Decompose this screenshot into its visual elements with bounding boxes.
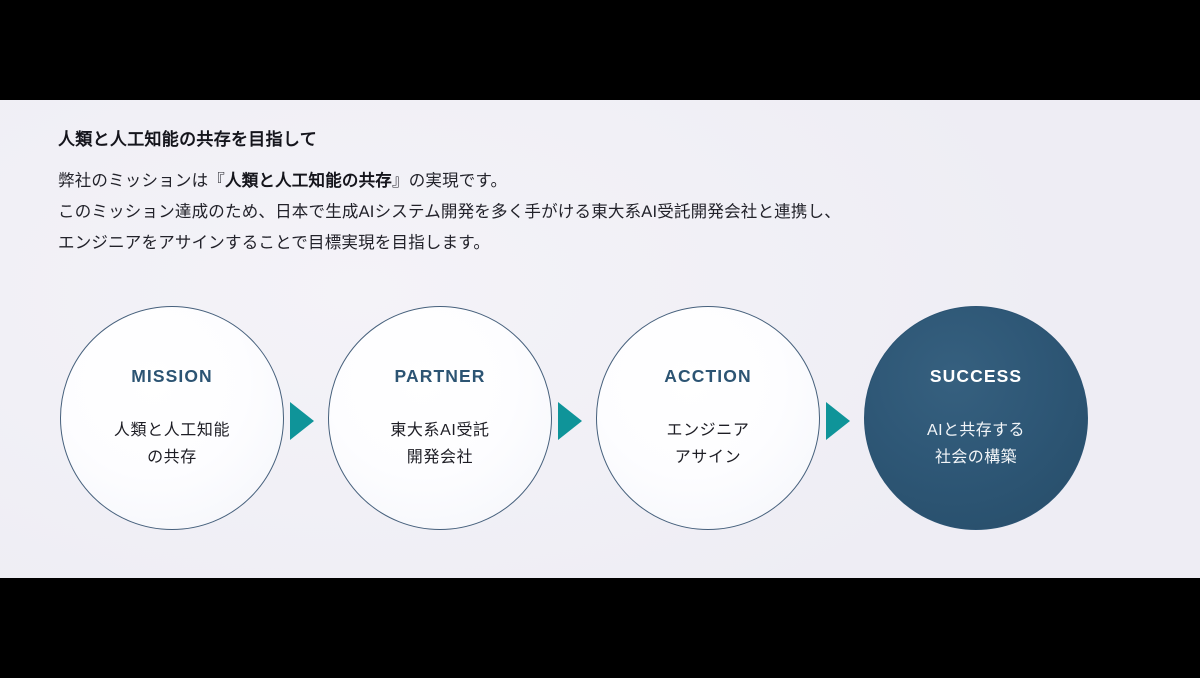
mission-description-line-2: このミッション達成のため、日本で生成AIシステム開発を多く手がける東大系AI受託… (58, 203, 841, 221)
mission-line1-prefix: 弊社のミッションは『 (58, 172, 225, 190)
flow-step-mission-body: 人類と人工知能 の共存 (114, 417, 230, 471)
page-title: 人類と人工知能の共存を目指して (58, 130, 317, 149)
flow-step-partner: PARTNER 東大系AI受託 開発会社 (328, 306, 552, 530)
flow-step-action-body-line-1: エンジニア (666, 421, 750, 439)
right-triangle-arrow-icon-3 (826, 402, 850, 440)
flow-step-action-kicker: ACCTION (664, 365, 752, 386)
flow-step-partner-body: 東大系AI受託 開発会社 (390, 417, 489, 471)
flow-step-success-body-line-2: 社会の構築 (934, 448, 1017, 466)
right-triangle-arrow-icon-1 (290, 402, 314, 440)
mission-description: 弊社のミッションは『人類と人工知能の共存』の実現です。 このミッション達成のため… (58, 166, 841, 259)
flow-step-mission-kicker: MISSION (131, 365, 213, 386)
process-flow-diagram: MISSION 人類と人工知能 の共存 PARTNER 東大系AI受託 開発会社… (0, 306, 1200, 536)
flow-step-mission-body-line-2: の共存 (147, 448, 197, 466)
flow-step-mission-body-line-1: 人類と人工知能 (113, 421, 231, 439)
slide-content-area: 人類と人工知能の共存を目指して 弊社のミッションは『人類と人工知能の共存』の実現… (0, 100, 1200, 578)
mission-description-line-3: エンジニアをアサインすることで目標実現を目指します。 (58, 234, 491, 252)
mission-description-line-1: 弊社のミッションは『人類と人工知能の共存』の実現です。 (58, 166, 841, 197)
flow-step-action-body-line-2: アサイン (674, 448, 742, 466)
mission-line1-suffix: 』の実現です。 (392, 172, 508, 190)
flow-step-success-body: AIと共存する 社会の構築 (927, 417, 1025, 471)
flow-step-action-body: エンジニア アサイン (666, 417, 749, 471)
flow-step-success: SUCCESS AIと共存する 社会の構築 (864, 306, 1088, 530)
flow-step-action: ACCTION エンジニア アサイン (596, 306, 820, 530)
flow-step-success-body-line-1: AIと共存する (927, 421, 1025, 439)
flow-step-mission: MISSION 人類と人工知能 の共存 (60, 306, 284, 530)
right-triangle-arrow-icon-2 (558, 402, 582, 440)
flow-step-partner-body-line-1: 東大系AI受託 (390, 421, 490, 439)
flow-step-partner-body-line-2: 開発会社 (406, 448, 474, 466)
mission-highlight-phrase: 人類と人工知能の共存 (225, 172, 392, 190)
flow-step-success-kicker: SUCCESS (929, 365, 1023, 386)
flow-step-partner-kicker: PARTNER (394, 365, 486, 386)
